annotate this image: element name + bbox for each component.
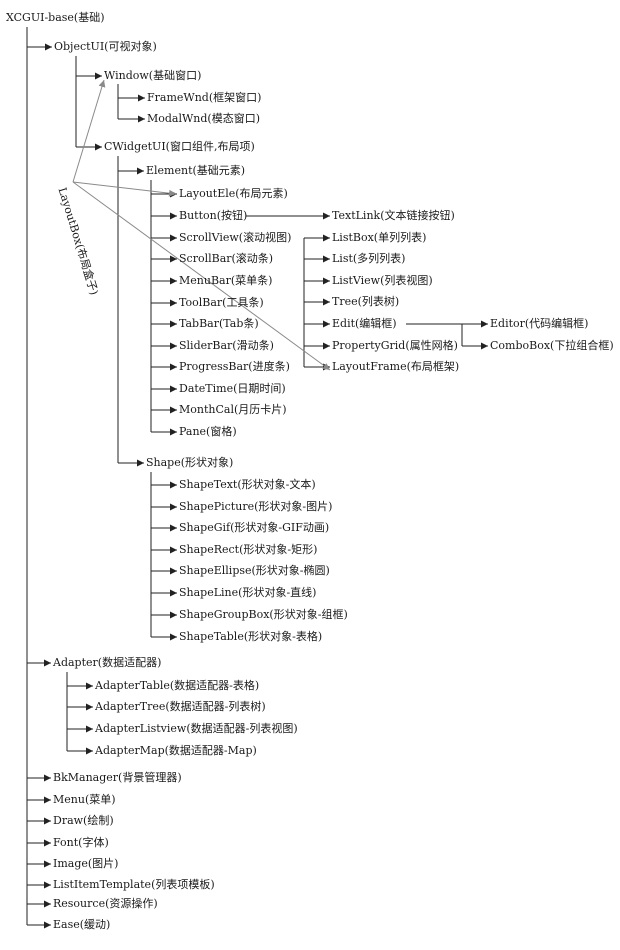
node-toolbar: ToolBar(工具条) (179, 296, 264, 309)
node-listbox: ListBox(单列列表) (332, 231, 427, 244)
node-font: Font(字体) (53, 836, 109, 849)
node-pane: Pane(窗格) (179, 425, 237, 438)
node-sliderbar: SliderBar(滑动条) (179, 339, 274, 352)
node-adapterlistview: AdapterListview(数据适配器-列表视图) (95, 722, 298, 735)
node-scrollbar: ScrollBar(滚动条) (179, 252, 274, 265)
node-shape: Shape(形状对象) (146, 456, 234, 469)
node-shapeellipse: ShapeEllipse(形状对象-椭圆) (179, 564, 330, 577)
layoutbox-arrow-layoutframe (72, 181, 331, 371)
node-cwidgetui: CWidgetUI(窗口组件,布局项) (104, 140, 255, 153)
node-adaptermap: AdapterMap(数据适配器-Map) (95, 744, 257, 757)
node-adapter: Adapter(数据适配器) (53, 656, 162, 669)
node-editor: Editor(代码编辑框) (490, 317, 589, 330)
node-progressbar: ProgressBar(进度条) (179, 360, 290, 373)
node-layoutframe: LayoutFrame(布局框架) (332, 360, 460, 373)
node-shapepicture: ShapePicture(形状对象-图片) (179, 500, 333, 513)
node-draw: Draw(绘制) (53, 814, 114, 827)
node-monthcal: MonthCal(月历卡片) (179, 403, 287, 416)
layoutbox-arrow-window (72, 79, 106, 183)
node-resource: Resource(资源操作) (53, 897, 158, 910)
node-adaptertable: AdapterTable(数据适配器-表格) (95, 679, 260, 692)
node-button: Button(按钮) (179, 209, 248, 222)
node-shapegif: ShapeGif(形状对象-GIF动画) (179, 521, 330, 534)
node-menu: Menu(菜单) (53, 793, 116, 806)
node-shapegroupbox: ShapeGroupBox(形状对象-组框) (179, 608, 348, 621)
node-listview: ListView(列表视图) (332, 274, 433, 287)
node-objectui: ObjectUI(可视对象) (54, 40, 157, 53)
node-edit: Edit(编辑框) (332, 317, 397, 330)
node-shaperect: ShapeRect(形状对象-矩形) (179, 543, 318, 556)
node-framewnd: FrameWnd(框架窗口) (147, 91, 262, 104)
node-root: XCGUI-base(基础) (6, 11, 105, 24)
node-listitemtemplate: ListItemTemplate(列表项模板) (53, 878, 215, 891)
node-combobox: ComboBox(下拉组合框) (490, 339, 614, 352)
node-propertygrid: PropertyGrid(属性网格) (332, 339, 458, 352)
node-menubar: MenuBar(菜单条) (179, 274, 273, 287)
node-bkmanager: BkManager(背景管理器) (53, 771, 182, 784)
node-ease: Ease(缓动) (53, 918, 111, 931)
node-list: List(多列列表) (332, 252, 406, 265)
node-tabbar: TabBar(Tab条) (179, 317, 259, 330)
node-image: Image(图片) (53, 857, 119, 870)
node-window: Window(基础窗口) (104, 69, 202, 82)
node-shapeline: ShapeLine(形状对象-直线) (179, 586, 317, 599)
node-datetime: DateTime(日期时间) (179, 382, 286, 395)
node-tree: Tree(列表树) (332, 295, 400, 308)
node-layoutele: LayoutEle(布局元素) (179, 187, 288, 200)
node-scrollview: ScrollView(滚动视图) (179, 231, 292, 244)
node-adaptertree: AdapterTree(数据适配器-列表树) (95, 700, 266, 713)
layoutbox-arrow-layoutele (72, 181, 177, 197)
node-modalwnd: ModalWnd(模态窗口) (147, 112, 261, 125)
node-shapetext: ShapeText(形状对象-文本) (179, 478, 316, 491)
node-shapetable: ShapeTable(形状对象-表格) (179, 630, 323, 643)
node-textlink: TextLink(文本链接按钮) (332, 209, 455, 222)
node-element: Element(基础元素) (146, 164, 246, 177)
